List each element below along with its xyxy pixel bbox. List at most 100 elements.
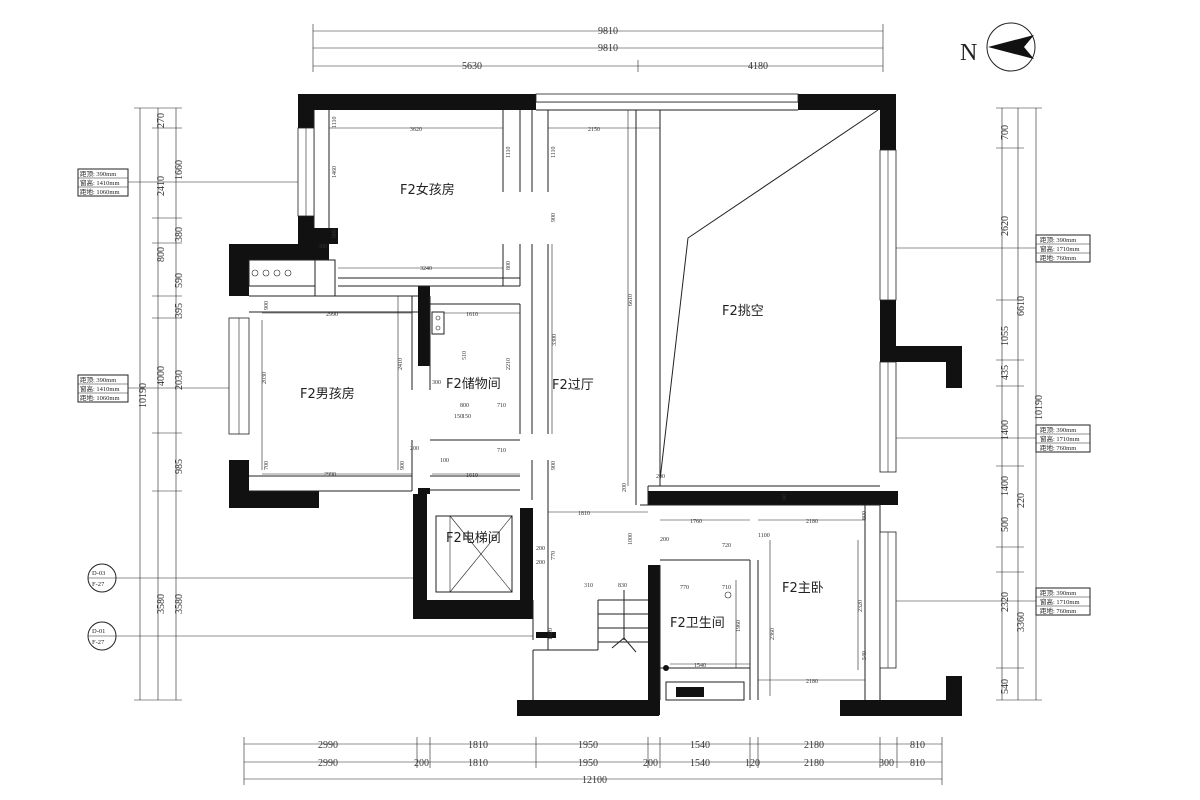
dim-misc-n: 200 <box>410 446 419 452</box>
dim-boy-w-bottom: 2990 <box>324 472 336 478</box>
left-tag2-floor: 距地: 1060mm <box>80 393 120 402</box>
dim-misc-ai: 800 <box>862 511 868 520</box>
right-c1-3: 435 <box>1000 365 1011 380</box>
dim-misc-j: 700 <box>264 461 270 470</box>
compass: N <box>960 22 1036 72</box>
room-storage: F2储物间 <box>446 377 501 392</box>
dim-misc-m: 710 <box>497 448 506 454</box>
dim-misc-h: 800 <box>506 261 512 270</box>
dim-boy-h: 2030 <box>262 372 268 384</box>
partitions <box>249 101 881 700</box>
top-dimensions: 9810 9810 5630 4180 <box>312 24 884 72</box>
dim-misc-d: 1110 <box>551 146 557 158</box>
dim-misc-ah: 540 <box>862 651 868 660</box>
dim-void-h: 6610 <box>628 294 634 306</box>
left-tag1-floor: 距地: 1060mm <box>80 187 120 196</box>
right-c1-0: 700 <box>1000 125 1011 140</box>
inner-dimensions: 3620 2150 3240 2990 2990 1610 1610 2030 … <box>261 110 868 696</box>
left-c2-3: 395 <box>174 303 185 318</box>
bot-dim-2-5: 1540 <box>690 758 710 769</box>
dim-misc-p: 200 <box>536 560 545 566</box>
room-girl: F2女孩房 <box>400 182 455 198</box>
dim-misc-c: 1110 <box>506 146 512 158</box>
left-c2-2: 590 <box>174 273 185 288</box>
left-c1-3: 4000 <box>156 366 167 386</box>
left-tag2-height: 窗高: 1410mm <box>80 384 120 393</box>
right-c1-6: 500 <box>1000 517 1011 532</box>
dim-master-w3: 2180 <box>806 679 818 685</box>
dim-misc-af: 1000 <box>628 533 634 545</box>
dim-misc-x: 900 <box>400 461 406 470</box>
dim-misc-ac: 720 <box>722 543 731 549</box>
top-dim-2: 9810 <box>598 43 618 54</box>
right-c1-4: 1400 <box>1000 420 1011 440</box>
right-tag1-floor: 距地: 760mm <box>1040 253 1076 262</box>
dim-misc-ad: 830 <box>618 583 627 589</box>
bot-dim-2-2: 1810 <box>468 758 488 769</box>
dim-hall-h: 3300 <box>552 334 558 346</box>
dim-misc-q: 200 <box>660 537 669 543</box>
dim-misc-r: 300 <box>432 380 441 386</box>
dim-misc-ag: 1020 <box>548 628 554 640</box>
section-ref-1-top: D-03 <box>92 570 105 577</box>
right-tag2-floor: 距地: 760mm <box>1040 443 1076 452</box>
dim-misc-g: 900 <box>551 213 557 222</box>
void-outline <box>659 109 879 481</box>
elevator-car <box>435 515 513 593</box>
toilet-icon <box>724 591 732 599</box>
storage-sink <box>431 311 445 335</box>
bot-dim-2-7: 2180 <box>804 758 824 769</box>
dim-misc-aj: 200 <box>622 483 628 492</box>
section-ref-1-bottom: F-27 <box>92 581 105 588</box>
dim-girl-w: 3620 <box>410 127 422 133</box>
dim-misc-t: 150 <box>454 414 463 420</box>
dim-misc-w: 2210 <box>506 358 512 370</box>
bot-dim-2-6: 120 <box>745 758 760 769</box>
room-master: F2主卧 <box>782 581 824 596</box>
right-tag3-height: 窗高: 1710mm <box>1040 597 1080 606</box>
bot-dim-3: 12100 <box>582 775 607 786</box>
section-ref-2-top: D-01 <box>92 628 105 635</box>
dim-storage-h: 2410 <box>398 358 404 370</box>
dim-master-h: 2360 <box>770 628 776 640</box>
north-arrow-icon <box>988 35 1034 59</box>
bot-dim-1-7: 810 <box>910 740 925 751</box>
left-total: 10190 <box>138 383 149 408</box>
counter <box>248 259 316 287</box>
dim-misc-am: 60 <box>782 494 788 500</box>
bot-dim-2-9: 810 <box>910 758 925 769</box>
dim-misc-k: 800 <box>460 403 469 409</box>
top-window <box>535 93 799 103</box>
room-void: F2挑空 <box>722 304 764 319</box>
room-bath: F2卫生间 <box>670 616 725 631</box>
dim-master-h2: 2320 <box>858 600 864 612</box>
room-labels: F2女孩房 F2男孩房 F2储物间 F2过厅 F2挑空 F2电梯间 F2主卧 F… <box>300 182 824 631</box>
dim-misc-aa: 770 <box>680 585 689 591</box>
dim-corridor: 3240 <box>420 266 432 272</box>
dim-misc-z: 770 <box>551 551 557 560</box>
dim-boy-w-top: 2990 <box>326 312 338 318</box>
dim-bath-h: 1960 <box>736 620 742 632</box>
left-c2-0: 1660 <box>174 160 185 180</box>
bot-dim-2-3: 1950 <box>578 758 598 769</box>
right-c1-8: 540 <box>1000 679 1011 694</box>
room-elevator: F2电梯间 <box>446 531 501 546</box>
dim-misc-ae: 310 <box>584 583 593 589</box>
right-c1-7: 2320 <box>1000 592 1011 612</box>
right-c1-1: 2620 <box>1000 216 1011 236</box>
dim-misc-f: 380 <box>318 244 327 250</box>
right-tag1-top: 距顶: 390mm <box>1040 236 1076 244</box>
bot-dim-1-0: 2990 <box>318 740 338 751</box>
right-c2-0: 6610 <box>1016 296 1027 316</box>
dim-misc-y: 900 <box>551 461 557 470</box>
right-tag3-top: 距顶: 390mm <box>1040 589 1076 597</box>
bathtub <box>665 681 745 701</box>
left-c1-1: 2410 <box>156 176 167 196</box>
dim-misc-ak: 200 <box>656 474 665 480</box>
section-ref-2-bottom: F-27 <box>92 639 105 646</box>
bot-dim-1-1: 200 <box>414 758 429 769</box>
left-dimensions: 10190 270 2410 800 4000 3580 1660 380 59… <box>134 107 185 701</box>
window-tags-right: 距顶: 390mm 窗高: 1710mm 距地: 760mm 距顶: 390mm… <box>896 234 1091 616</box>
bot-dim-1-2: 1810 <box>468 740 488 751</box>
